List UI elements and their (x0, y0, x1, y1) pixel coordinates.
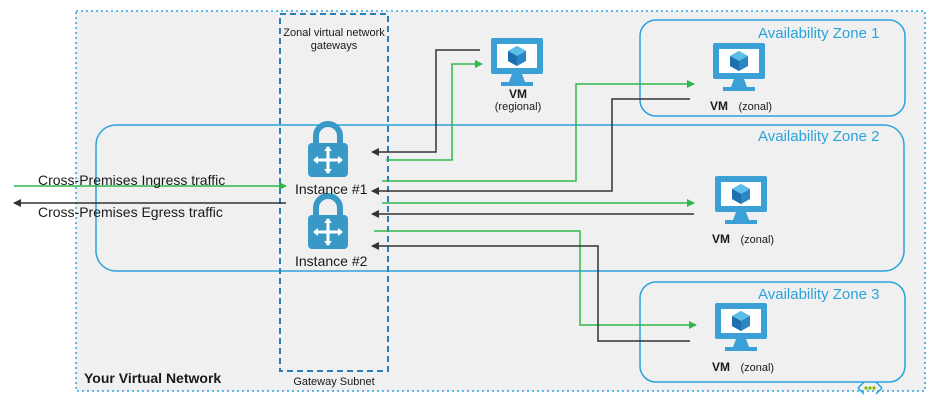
instance1-to-regional-vm-arrow (386, 60, 483, 161)
vm-zone-3-name: VM (712, 360, 730, 374)
regional-vm-to-instance1-arrow (371, 49, 480, 156)
virtual-network-label: Your Virtual Network (84, 370, 222, 386)
availability-zone-1-box (639, 19, 906, 117)
zone1-vm-to-instance1-arrow (371, 98, 690, 195)
ingress-traffic-label: Cross-Premises Ingress traffic (38, 172, 226, 188)
vm-zone-2-name: VM (712, 232, 730, 246)
peering-dot (868, 386, 872, 390)
vm-zone-2-sub: (zonal) (740, 234, 775, 246)
vm-regional-sub: (regional) (494, 101, 542, 113)
availability-zone-3-label: Availability Zone 3 (758, 286, 880, 303)
peering-dot (872, 386, 876, 390)
vm-zone-1-name: VM (710, 99, 728, 113)
zonal-gateways-label: Zonal virtual network gateways (283, 27, 385, 52)
vm-regional-label: VM (regional) (490, 88, 546, 114)
availability-zone-2-label: Availability Zone 2 (758, 128, 880, 145)
vm-zone-3-label: VM (zonal) (712, 360, 774, 375)
availability-zone-2-box (95, 124, 905, 272)
availability-zone-1-label: Availability Zone 1 (758, 25, 880, 42)
gateway-subnet-box (279, 13, 389, 372)
instance-2-label: Instance #2 (295, 253, 368, 269)
vm-regional-name: VM (509, 87, 527, 101)
egress-traffic-label: Cross-Premises Egress traffic (38, 204, 223, 220)
vm-zone-1-sub: (zonal) (738, 101, 773, 113)
peering-dot (864, 386, 868, 390)
peering-icon (857, 381, 883, 395)
vm-zone-2-label: VM (zonal) (712, 232, 774, 247)
availability-zone-3-box (639, 281, 906, 383)
instance-1-label: Instance #1 (295, 181, 368, 197)
instance2-to-zone3-vm-arrow (374, 230, 697, 329)
instance1-to-zone1-vm-arrow (382, 80, 695, 182)
gateway-subnet-label: Gateway Subnet (293, 376, 375, 388)
virtual-network-boundary (75, 10, 926, 392)
vm-zone-3-sub: (zonal) (740, 362, 775, 374)
vm-zone-1-label: VM (zonal) (710, 99, 772, 114)
zone3-vm-to-instance2-arrow (371, 242, 690, 342)
